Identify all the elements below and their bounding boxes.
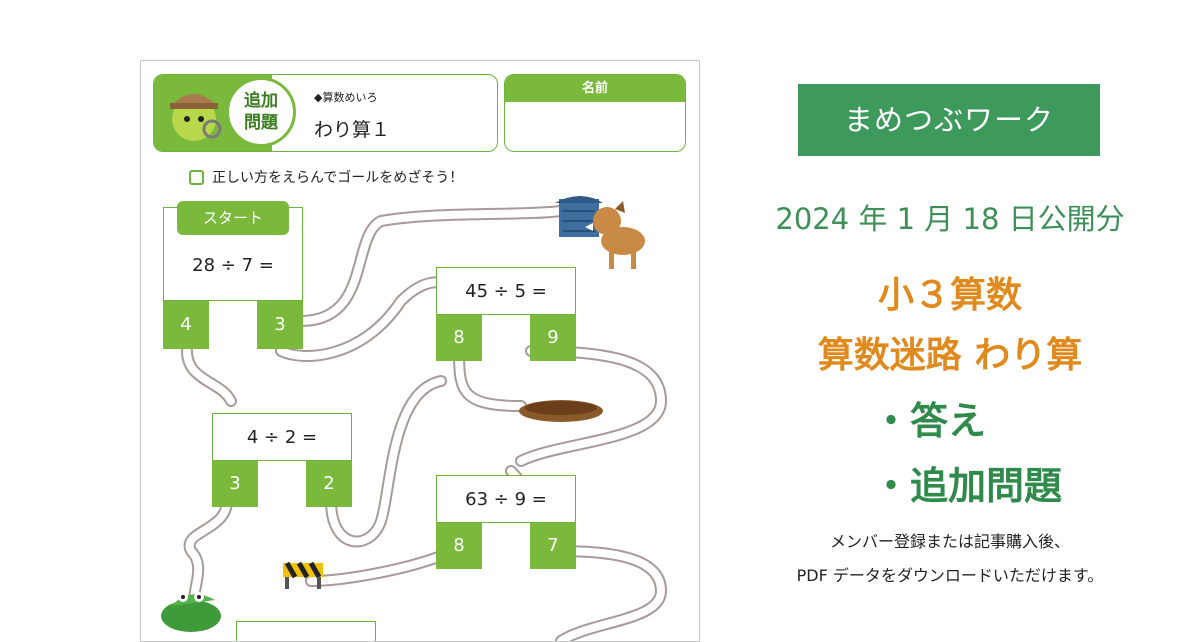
problem-4-equation: 63 ÷ 9 = bbox=[436, 475, 576, 523]
item-answers: ・答え bbox=[872, 399, 987, 443]
publish-date: 2024 年 1 月 18 日公開分 bbox=[775, 202, 1125, 236]
barrier-icon bbox=[283, 561, 323, 589]
grade-subject: 小３算数 bbox=[877, 275, 1022, 316]
download-note-line-1: メンバー登録または記事購入後、 bbox=[829, 532, 1070, 551]
dog-icon bbox=[585, 201, 645, 269]
badge-line-2: 問題 bbox=[244, 113, 278, 133]
worksheet-title: わり算１ bbox=[314, 119, 391, 141]
maze-paths bbox=[161, 196, 667, 641]
name-label: 名前 bbox=[505, 75, 685, 102]
problem-4-option-right: 7 bbox=[530, 523, 576, 569]
worksheet-header: 追加 問題 ◆算数めいろ わり算１ bbox=[153, 74, 498, 152]
problem-2-option-right: 9 bbox=[530, 315, 576, 361]
badge-line-1: 追加 bbox=[244, 91, 278, 111]
problem-4-option-left: 8 bbox=[436, 523, 482, 569]
problem-3-option-right: 2 bbox=[306, 461, 352, 507]
problem-1-option-right: 3 bbox=[257, 301, 303, 349]
start-label: スタート bbox=[177, 201, 289, 235]
problem-3-equation: 4 ÷ 2 = bbox=[212, 413, 352, 461]
brand-banner: まめつぶワーク bbox=[798, 84, 1100, 156]
problem-2-option-left: 8 bbox=[436, 315, 482, 361]
crocodile-icon bbox=[161, 592, 221, 632]
item-extra-problems: ・追加問題 bbox=[872, 464, 1063, 508]
worksheet-preview: 追加 問題 ◆算数めいろ わり算１ 名前 正しい方をえらんでゴールをめざそう！ … bbox=[140, 60, 700, 642]
instruction: 正しい方をえらんでゴールをめざそう！ bbox=[189, 167, 463, 187]
checkbox-icon bbox=[189, 169, 204, 185]
worksheet-category: ◆算数めいろ bbox=[314, 91, 378, 104]
instruction-text: 正しい方をえらんでゴールをめざそう！ bbox=[212, 170, 464, 186]
topic-title: 算数迷路 わり算 bbox=[817, 335, 1083, 376]
name-box: 名前 bbox=[504, 74, 686, 152]
problem-1-equation: 28 ÷ 7 = bbox=[192, 255, 274, 276]
extra-problem-badge: 追加 問題 bbox=[226, 77, 296, 147]
problem-3-option-left: 3 bbox=[212, 461, 258, 507]
download-note-line-2: PDF データをダウンロードいただけます。 bbox=[796, 566, 1104, 585]
problem-1-option-left: 4 bbox=[163, 301, 209, 349]
problem-5-box-partial bbox=[236, 621, 376, 641]
detective-bean-icon bbox=[170, 94, 222, 141]
problem-2-equation: 45 ÷ 5 = bbox=[436, 267, 576, 315]
